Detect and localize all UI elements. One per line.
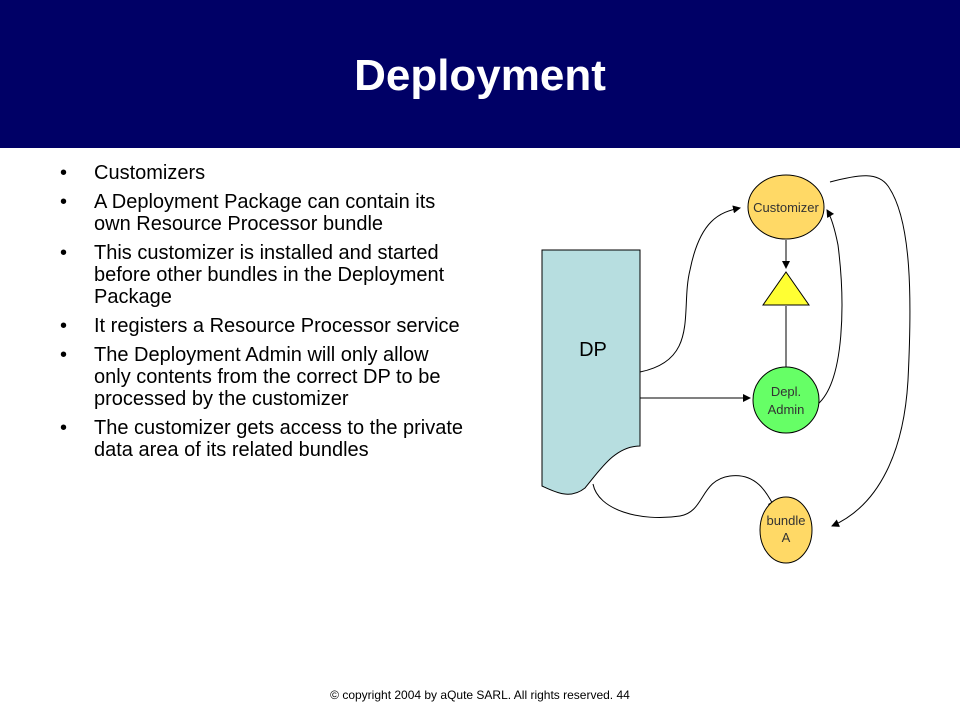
customizer-label: Customizer [753,200,819,215]
depl-admin-to-customizer-arrow [817,209,843,405]
bullet-item: • The customizer gets access to the priva… [60,417,470,461]
dp-shape [541,249,641,495]
depl-admin-label-line1: Depl. [771,384,801,399]
bundle-a-node [759,496,813,564]
slide-title: Deployment [354,51,606,100]
bullet-list: • Customizers • A Deployment Package can c… [60,162,470,468]
bundle-a-label-line2: A [782,530,791,545]
depl-admin-node [752,366,820,434]
bullet-text: The Deployment Admin will only allow onl… [94,344,441,410]
customizer-to-bundle-arrow [829,175,911,527]
bullet-dot: • [60,344,68,366]
bullet-item: • A Deployment Package can contain its ow… [60,191,470,235]
title-bar: Deployment [0,0,960,148]
bullet-text: This customizer is installed and started… [94,242,445,308]
bullet-dot: • [60,417,68,439]
bullet-dot: • [60,191,68,213]
bullet-text: It registers a Resource Processor servic… [94,315,460,337]
bullet-item: • Customizers [60,162,470,184]
copyright-footer: © copyright 2004 by aQute SARL. All righ… [330,688,630,702]
depl-admin-label-line2: Admin [768,402,805,417]
bullet-dot: • [60,315,68,337]
dp-label: DP [579,339,607,361]
bullet-text: Customizers [94,162,206,184]
dp-to-bundle-arrow [592,475,776,519]
bullet-dot: • [60,162,68,184]
bullet-dot: • [60,242,68,264]
customizer-node [747,174,825,240]
dp-to-customizer-arrow [639,205,741,373]
bullet-item: • It registers a Resource Processor servi… [60,315,470,337]
bullet-item: • The Deployment Admin will only allow on… [60,344,470,410]
resource-processor-triangle [762,271,810,306]
bullet-item: • This customizer is installed and starte… [60,242,470,308]
bullet-text: A Deployment Package can contain its own… [94,191,436,235]
bundle-a-label-line1: bundle [766,513,805,528]
bullet-text: The customizer gets access to the privat… [94,417,464,461]
